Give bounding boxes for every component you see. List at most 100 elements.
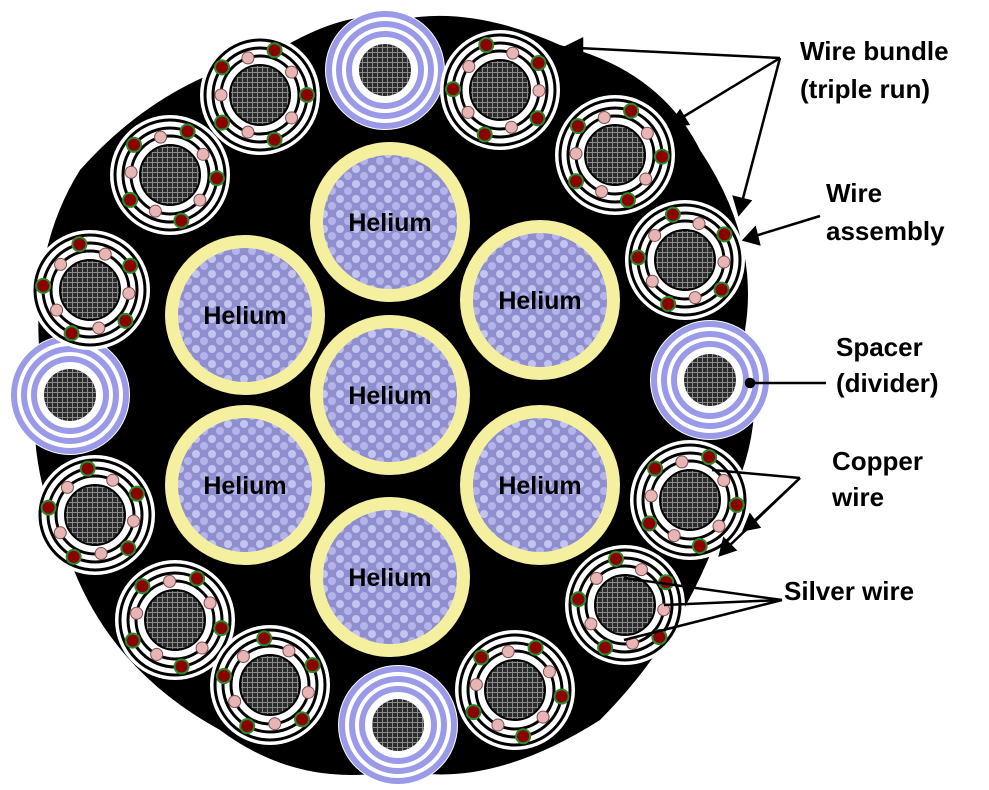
silver-wire — [214, 88, 228, 102]
silver-wire — [54, 257, 68, 271]
helium-label: Helium — [348, 382, 431, 410]
copper-wire — [239, 718, 256, 735]
copper-wire — [266, 42, 283, 59]
callout-wire-assembly-line2: assembly — [826, 216, 945, 246]
silver-wire — [717, 255, 731, 269]
copper-wire — [213, 59, 230, 76]
copper-wire — [179, 123, 196, 140]
copper-wire — [189, 570, 206, 587]
wire-assembly — [210, 625, 330, 745]
helium-channel: Helium — [460, 405, 620, 565]
copper-wire — [79, 460, 96, 477]
wire-assembly-group — [30, 30, 750, 750]
silver-wire — [127, 514, 141, 528]
silver-wire — [589, 571, 603, 585]
copper-wire — [568, 173, 585, 190]
wire-assembly — [565, 545, 685, 665]
helium-label: Helium — [203, 472, 286, 500]
copper-wire — [65, 548, 82, 565]
copper-wire — [478, 37, 495, 54]
silver-wire — [469, 678, 483, 692]
copper-wire — [570, 591, 587, 608]
callout-wire-assembly-line1: Wire — [826, 178, 882, 208]
copper-wire — [530, 55, 547, 72]
wire-assembly — [625, 200, 745, 320]
copper-wire — [213, 620, 230, 637]
silver-wire — [501, 645, 515, 659]
copper-wire — [527, 639, 544, 656]
silver-wire — [241, 51, 255, 65]
wire-assembly — [30, 230, 150, 350]
copper-wire — [299, 87, 315, 103]
silver-wire — [193, 193, 207, 207]
silver-wire — [163, 574, 177, 588]
silver-wire — [491, 718, 505, 732]
silver-wire — [667, 529, 681, 543]
callout-spacer-line2: (divider) — [836, 368, 939, 398]
silver-wire — [675, 455, 689, 469]
silver-wire — [461, 105, 475, 119]
helium-channel: Helium — [460, 220, 620, 380]
silver-wire — [124, 165, 138, 179]
silver-wire — [228, 694, 242, 708]
copper-wire — [173, 212, 190, 229]
callout-arrows — [563, 36, 826, 642]
copper-wire — [215, 668, 232, 685]
helium-label: Helium — [498, 472, 581, 500]
silver-wire — [717, 474, 731, 487]
helium-label: Helium — [203, 302, 286, 330]
silver-wire — [154, 130, 168, 144]
copper-wire — [124, 632, 141, 649]
copper-wire — [465, 704, 482, 721]
wire-assembly — [555, 95, 675, 215]
helium-channel: Helium — [310, 497, 470, 657]
spacer-group — [10, 10, 770, 785]
silver-wire — [688, 291, 702, 305]
silver-wire — [122, 286, 136, 300]
silver-wire — [639, 172, 653, 186]
silver-wire — [106, 473, 120, 487]
copper-wire — [173, 658, 190, 675]
copper-wire — [630, 249, 647, 266]
silver-wire — [584, 617, 598, 631]
copper-wire — [125, 136, 142, 153]
spacer — [325, 10, 445, 130]
silver-wire — [645, 274, 659, 288]
copper-wire — [122, 257, 139, 274]
copper-wire — [515, 728, 532, 745]
silver-wire — [634, 563, 648, 577]
silver-wire — [542, 665, 556, 679]
silver-wire — [60, 480, 74, 494]
copper-wire — [473, 649, 490, 666]
helium-label: Helium — [348, 209, 431, 237]
silver-wire — [657, 603, 671, 617]
silver-wire — [595, 185, 609, 199]
silver-wire — [241, 125, 255, 139]
copper-wire — [728, 496, 745, 513]
silver-wire — [692, 217, 706, 231]
copper-wire — [619, 192, 636, 209]
helium-channel: Helium — [310, 315, 470, 475]
copper-wire — [597, 639, 614, 656]
silver-wire — [195, 641, 209, 655]
callout-copper-line2: wire — [831, 482, 884, 512]
copper-wire — [569, 118, 586, 135]
copper-wire — [641, 515, 658, 532]
copper-wire — [208, 170, 225, 187]
callout-wire-bundle-line2: (triple run) — [800, 74, 930, 104]
silver-wire — [94, 547, 108, 561]
helium-channel: Helium — [165, 405, 325, 565]
copper-wire — [608, 550, 625, 567]
silver-wire — [196, 147, 210, 161]
copper-wire — [701, 449, 718, 466]
copper-wire — [134, 578, 151, 595]
silver-wire — [98, 247, 112, 261]
silver-wire — [569, 147, 583, 161]
helium-label: Helium — [498, 287, 581, 315]
callout-wire-bundle-line1: Wire bundle — [800, 36, 949, 66]
copper-wire — [40, 499, 57, 516]
copper-wire — [713, 281, 730, 298]
copper-wire — [256, 630, 273, 647]
silver-wire — [92, 321, 106, 335]
